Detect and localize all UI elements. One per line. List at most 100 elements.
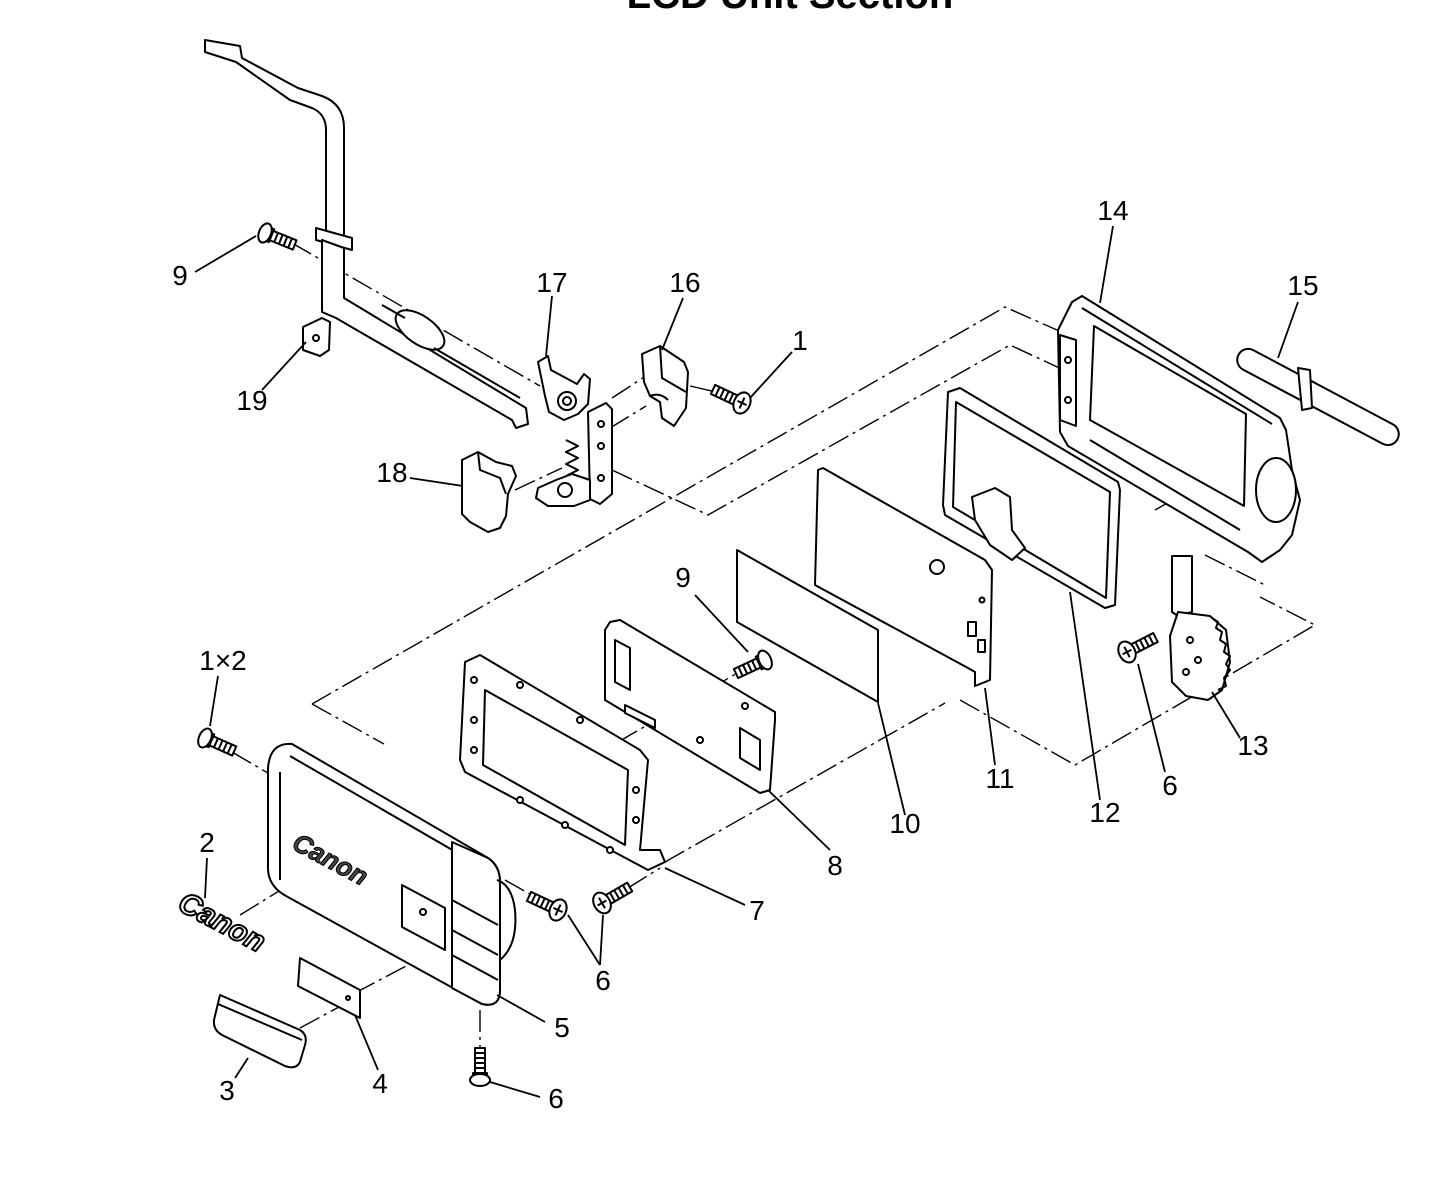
- leader-line: [1137, 663, 1166, 773]
- callout-labels: 9 17 16 1 14 15 19 18 9 1×2 13 6 11 12 1…: [172, 195, 1318, 1114]
- callout-1x2: 1×2: [199, 645, 247, 676]
- callout-9-top: 9: [172, 260, 188, 291]
- frame-hole: [1064, 396, 1072, 404]
- frame-side-bracket: [1059, 334, 1077, 427]
- hinge-cover-edge: [659, 345, 687, 393]
- guide-line: [664, 702, 946, 863]
- hinge-arm-hole: [597, 442, 605, 450]
- part-4-label-plate: [297, 957, 361, 1019]
- callout-8: 8: [827, 850, 843, 881]
- leader-line: [664, 867, 746, 906]
- leader-line: [877, 702, 906, 816]
- screw-9-top: [254, 220, 300, 256]
- part-2-logo-badge: Canon: [172, 885, 272, 960]
- callout-18: 18: [376, 457, 407, 488]
- leader-line: [767, 789, 831, 851]
- frame-top-edge: [1081, 307, 1273, 425]
- cover-cable: [496, 879, 517, 961]
- part-13-dial-unit: [1169, 555, 1231, 701]
- end-cap-outline: [212, 994, 307, 1069]
- holder-hole: [561, 821, 569, 829]
- flex-cable-crosspiece: [315, 227, 353, 251]
- guide-line: [1204, 554, 1266, 586]
- guide-line: [689, 385, 717, 393]
- screw-6-middle-right: [588, 876, 637, 918]
- leader-line: [1211, 691, 1241, 739]
- end-cap-edge: [217, 1003, 303, 1041]
- flex-cable-upper: [204, 39, 345, 237]
- leader-line: [209, 675, 219, 727]
- part-10-sheet: [736, 549, 879, 703]
- leader-line: [749, 351, 793, 399]
- holder-hole: [470, 716, 478, 724]
- callout-14: 14: [1097, 195, 1128, 226]
- part-7-holder-frame: [459, 654, 666, 871]
- flex-cable: [204, 39, 529, 429]
- callout-10: 10: [889, 808, 920, 839]
- cover-hinge-bands: [451, 899, 499, 981]
- screw-9-middle: [730, 647, 776, 684]
- cover-hinge-section: [451, 841, 501, 1006]
- plate-slot: [967, 621, 977, 637]
- screw-6-middle-left: [523, 885, 571, 925]
- leader-line: [545, 295, 553, 357]
- part-11-backlight-plate: [814, 467, 993, 687]
- part-17-hinge-bracket: [535, 355, 613, 507]
- hinge-pivot-center: [562, 396, 572, 406]
- part-12-lcd-panel: [942, 387, 1121, 609]
- frame-bottom-edge: [1089, 439, 1241, 531]
- sheet-outline: [736, 549, 879, 703]
- flex-cable-lower: [321, 239, 529, 429]
- holder-hole: [470, 676, 478, 684]
- part-3-end-cap: [212, 994, 307, 1069]
- guide-line: [627, 867, 661, 889]
- screw-6-bottom: [469, 1047, 491, 1087]
- screw-1: [707, 378, 755, 418]
- holder-hole: [632, 786, 640, 794]
- dial-teeth: [1211, 617, 1231, 691]
- part-14-lcd-frame: [1057, 295, 1301, 563]
- cover-window-hole: [419, 908, 427, 916]
- board-connector: [624, 704, 656, 729]
- leader-line: [694, 594, 749, 653]
- callout-1: 1: [792, 325, 808, 356]
- part-16-hinge-cover: [641, 345, 689, 427]
- holder-hole: [632, 816, 640, 824]
- flex-cable-branch: [381, 304, 521, 399]
- leader-line: [489, 1081, 541, 1098]
- holder-hole: [516, 796, 524, 804]
- leader-line: [409, 477, 464, 487]
- bracket-hole: [312, 334, 320, 342]
- leader-line: [1069, 591, 1101, 801]
- label-plate-hole: [345, 995, 351, 1001]
- hinge-upper-plate: [537, 355, 591, 421]
- hinge-spring: [565, 439, 579, 477]
- part-8-circuit-board: [604, 619, 776, 794]
- callout-6-middle: 6: [595, 965, 611, 996]
- trim-strip-tab: [1297, 367, 1313, 411]
- leader-lines: [194, 225, 1299, 1098]
- leader-line: [496, 994, 546, 1023]
- leader-line: [194, 235, 257, 273]
- leader-line: [204, 857, 208, 899]
- callout-11: 11: [985, 763, 1014, 794]
- callout-13: 13: [1237, 730, 1268, 761]
- lcd-flex-cable: [971, 487, 1026, 561]
- hinge-cover-outline: [641, 345, 689, 427]
- dial-hole: [1186, 636, 1194, 644]
- frame-hole: [1064, 356, 1072, 364]
- canon-logo: Canon: [173, 886, 271, 959]
- lower-cover-outline: [461, 451, 517, 533]
- screw-1x2: [194, 725, 240, 762]
- leader-line: [261, 341, 307, 391]
- leader-line: [1277, 301, 1299, 359]
- board-connector: [739, 727, 761, 771]
- holder-hole: [516, 681, 524, 689]
- frame-window: [1089, 325, 1247, 507]
- part-15-trim-strip: [1236, 347, 1400, 447]
- callout-7: 7: [749, 895, 765, 926]
- guide-line: [514, 467, 563, 491]
- part-18-lower-cover: [461, 451, 517, 533]
- leader-line: [984, 687, 996, 766]
- board-connector: [614, 639, 631, 691]
